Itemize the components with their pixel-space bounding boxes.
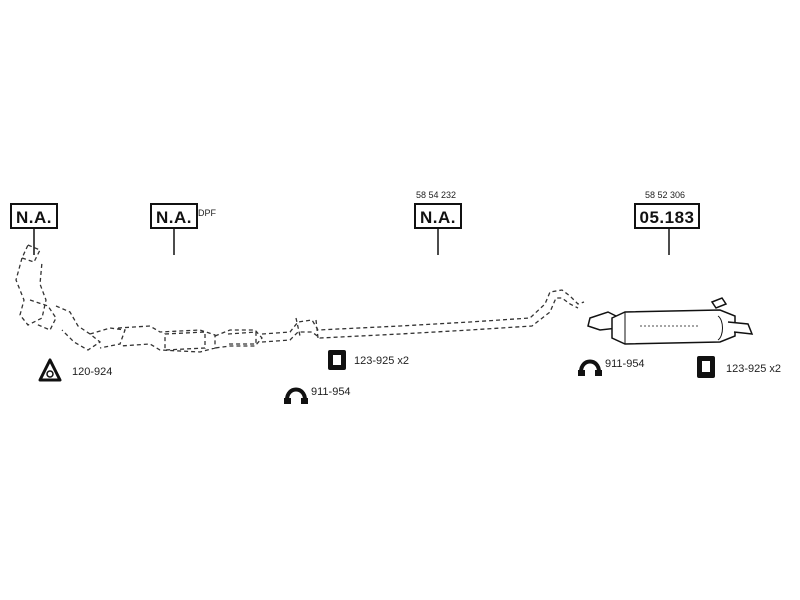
- accessory-label-1: 120-924: [72, 366, 113, 378]
- accessory-label-3: 911-954: [311, 386, 351, 398]
- front-pipe-dashed: [15, 244, 126, 351]
- rubber-hanger-icon: [697, 356, 715, 378]
- accessory-label-4: 911-954: [605, 358, 645, 370]
- gasket-triangle-icon: [38, 358, 62, 382]
- dpf-section-dashed: [117, 325, 263, 353]
- part-box-4[interactable]: 05.183: [634, 203, 700, 229]
- middle-pipe-dashed: [261, 289, 585, 343]
- part-box-2[interactable]: N.A.: [150, 203, 198, 229]
- rear-silencer: [587, 297, 754, 345]
- part-suffix-dpf: DPF: [198, 208, 216, 218]
- part-ref-3: 58 54 232: [416, 190, 457, 200]
- pipe-clamp-icon: [284, 387, 308, 404]
- accessory-label-5: 123-925 x2: [726, 363, 782, 375]
- rubber-hanger-icon: [328, 350, 346, 370]
- part-ref-4: 58 52 306: [645, 190, 686, 200]
- accessory-label-2: 123-925 x2: [354, 355, 410, 367]
- pipe-clamp-icon: [578, 359, 602, 376]
- part-box-1[interactable]: N.A.: [10, 203, 58, 229]
- part-box-3[interactable]: N.A.: [414, 203, 462, 229]
